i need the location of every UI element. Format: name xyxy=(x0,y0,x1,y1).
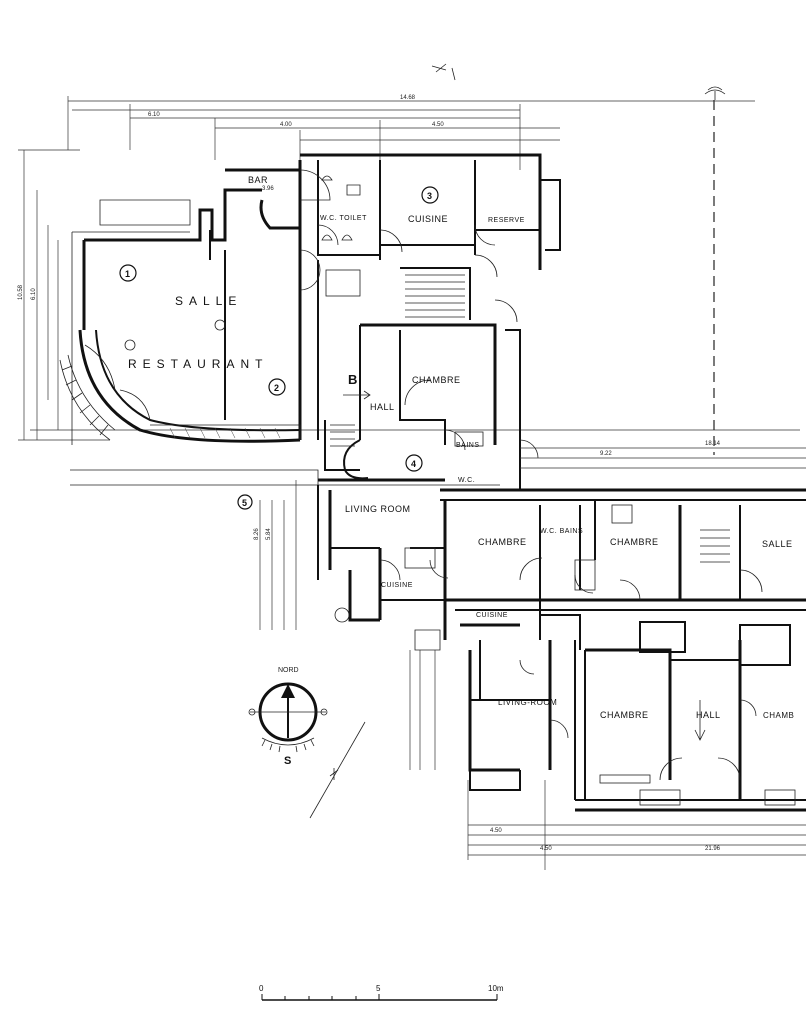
label-living-room-south: LIVING-ROOM xyxy=(498,698,557,707)
living-room-block-walls xyxy=(317,478,449,651)
label-bar: BAR xyxy=(248,175,268,185)
svg-text:2: 2 xyxy=(274,383,279,393)
label-chambre-south: CHAMBRE xyxy=(600,710,649,720)
svg-text:10.58: 10.58 xyxy=(18,284,24,300)
label-living-room: LIVING ROOM xyxy=(345,504,411,514)
dim-bottom-total: 21.96 xyxy=(705,846,721,852)
marker-5: 5 xyxy=(237,494,253,510)
marker-1: 1 xyxy=(119,264,137,282)
svg-text:B: B xyxy=(348,372,357,387)
svg-text:8.26: 8.26 xyxy=(254,528,260,540)
b-arrow-marker: B xyxy=(343,372,371,400)
label-bains: BAINS xyxy=(456,442,480,449)
svg-text:6.10: 6.10 xyxy=(31,288,37,300)
sketch-mark xyxy=(431,63,456,81)
label-restaurant: RESTAURANT xyxy=(128,357,268,371)
svg-text:6.10: 6.10 xyxy=(148,112,160,118)
compass-south-label: S xyxy=(284,755,291,767)
label-reserve: RESERVE xyxy=(488,217,525,224)
svg-text:4.50: 4.50 xyxy=(432,122,444,128)
label-salle: SALLE xyxy=(175,294,242,308)
dim-overall-top: 14.68 xyxy=(400,95,416,101)
svg-text:4: 4 xyxy=(411,459,416,469)
dim-bar-width: 3.96 xyxy=(262,186,274,192)
label-chambre-center: CHAMBRE xyxy=(412,375,461,385)
label-wc: W.C. xyxy=(458,477,475,484)
svg-text:5.84: 5.84 xyxy=(266,528,272,540)
south-wing-walls xyxy=(460,623,806,812)
toilet-fixtures xyxy=(321,175,484,447)
svg-text:4.50: 4.50 xyxy=(490,828,502,834)
dim-right-top: 18.14 xyxy=(705,441,721,447)
label-salle-east: SALLE xyxy=(762,539,793,549)
dashed-guide-lines: 18.14 9.22 xyxy=(520,100,806,469)
svg-text:4.00: 4.00 xyxy=(280,122,292,128)
top-dimension-lines: 14.68 6.10 4.00 4.50 xyxy=(67,63,755,170)
marker-2: 2 xyxy=(268,378,286,396)
label-cuisine-west: CUISINE xyxy=(381,582,413,589)
label-chambre-east1: CHAMBRE xyxy=(478,537,527,547)
scale-mid: 5 xyxy=(376,984,381,993)
svg-text:9.22: 9.22 xyxy=(600,451,612,457)
restaurant-block-walls xyxy=(78,153,561,490)
east-wing-walls xyxy=(440,488,806,666)
label-chambre-cut: CHAMB xyxy=(763,711,794,720)
label-chambre-east2: CHAMBRE xyxy=(610,537,659,547)
scale-zero: 0 xyxy=(259,984,264,993)
south-dimension-lines: 4.50 4.50 21.96 8.26 5.84 xyxy=(254,480,806,870)
left-dimension-lines: 10.58 6.10 xyxy=(18,149,800,441)
label-wc-toilet: W.C. TOILET xyxy=(320,215,367,222)
room-labels: BAR 3.96 W.C. TOILET CUISINE RESERVE SAL… xyxy=(128,175,794,720)
door-swings xyxy=(84,169,539,459)
marker-4: 4 xyxy=(405,454,423,472)
tree-symbol xyxy=(704,86,726,100)
svg-text:4.50: 4.50 xyxy=(540,846,552,852)
label-cuisine-top: CUISINE xyxy=(408,214,448,224)
label-hall-south: HALL xyxy=(696,710,721,720)
svg-text:3: 3 xyxy=(427,191,432,201)
label-hall: HALL xyxy=(370,402,395,412)
marker-3: 3 xyxy=(421,186,439,204)
north-compass: NORD S xyxy=(248,667,366,819)
label-cuisine-south: CUISINE xyxy=(476,612,508,619)
label-wc-bains: W.C. BAINS xyxy=(540,528,583,535)
level-markers: 1 2 3 4 5 B xyxy=(119,186,439,510)
scale-bar: 0 5 10m xyxy=(259,984,504,1001)
svg-text:1: 1 xyxy=(125,269,130,279)
svg-text:5: 5 xyxy=(242,498,247,508)
compass-north-label: NORD xyxy=(278,667,299,674)
scale-end: 10m xyxy=(488,984,504,993)
